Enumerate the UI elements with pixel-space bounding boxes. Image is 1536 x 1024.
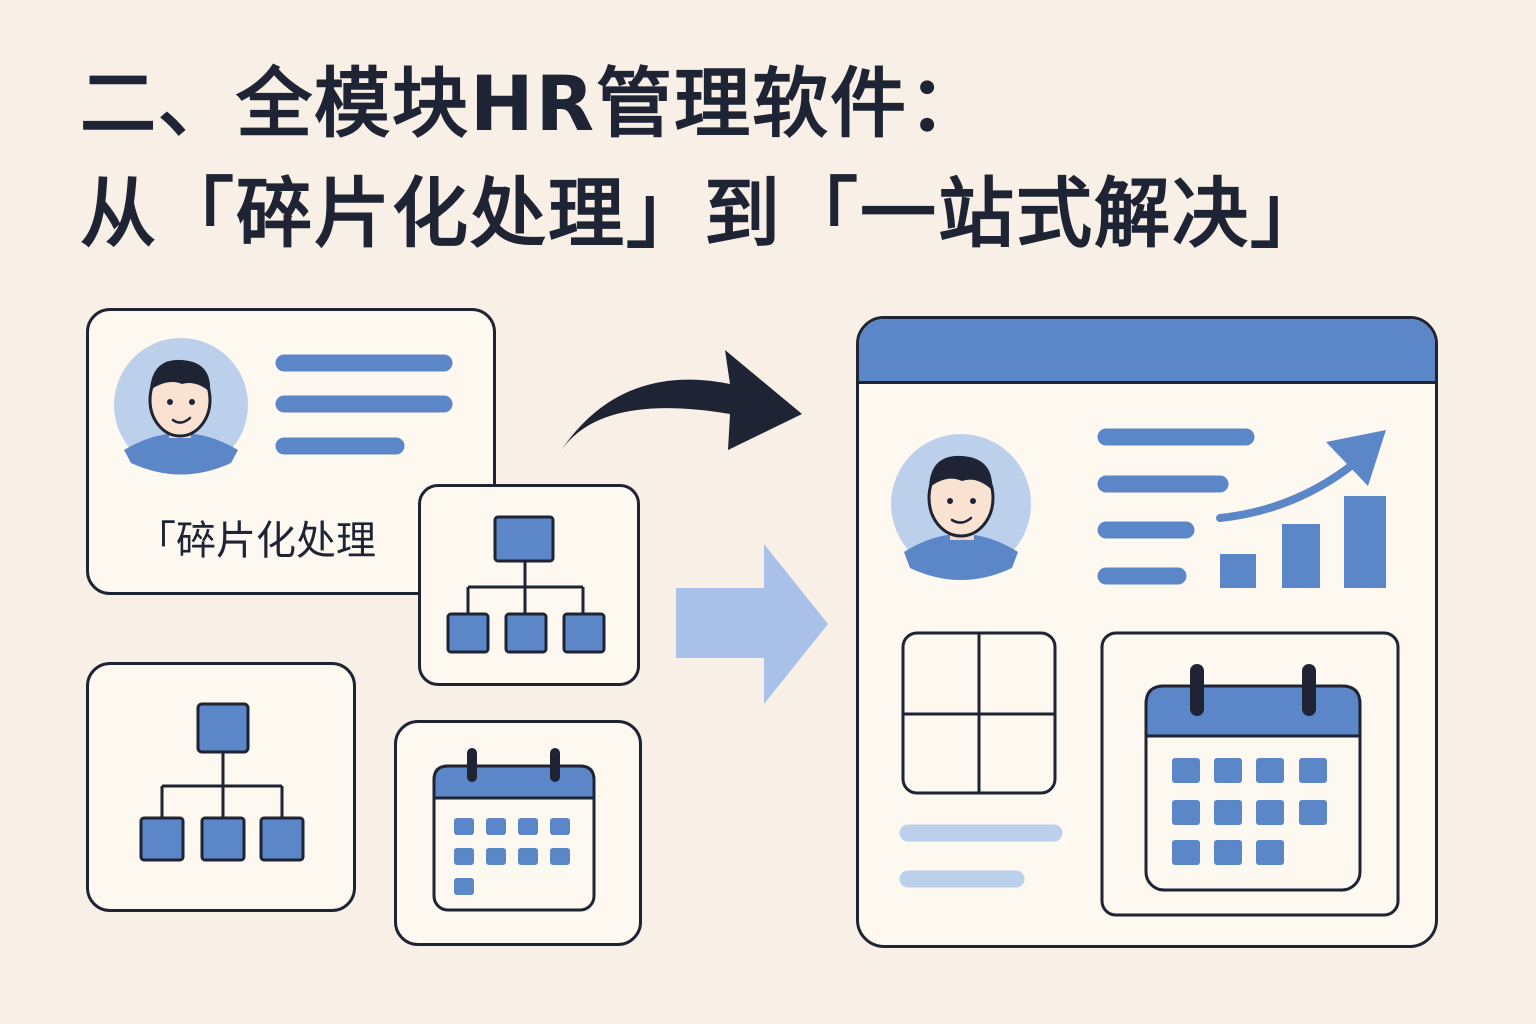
growth-chart-icon (1216, 430, 1386, 588)
person-avatar-icon (891, 434, 1031, 580)
dashboard-caption-lines (899, 824, 1063, 888)
org-chart-card-large (86, 662, 356, 912)
title-line-1: 二、全模块HR管理软件： (80, 59, 987, 148)
curved-arrow-icon (560, 350, 802, 452)
dashboard-content (891, 428, 1400, 917)
window-title-bar (859, 319, 1435, 384)
integrated-dashboard-window (856, 316, 1438, 948)
org-chart-card-small (418, 484, 640, 686)
dashboard-text-lines (1097, 428, 1255, 585)
calendar-icon (1144, 664, 1362, 892)
title-line-2: 从「碎片化处理」到「一站式解决」 (80, 169, 1328, 258)
profile-text-lines (275, 354, 453, 455)
org-chart-icon (139, 702, 305, 862)
arrow-right-icon (676, 544, 828, 704)
profile-card-content (114, 338, 453, 475)
person-avatar-icon (114, 338, 248, 475)
calendar-card-small (394, 720, 642, 946)
fragment-caption: 「碎片化处理 (132, 506, 384, 568)
org-chart-icon (446, 515, 606, 654)
calendar-icon (432, 748, 596, 912)
grid-icon (901, 631, 1057, 795)
